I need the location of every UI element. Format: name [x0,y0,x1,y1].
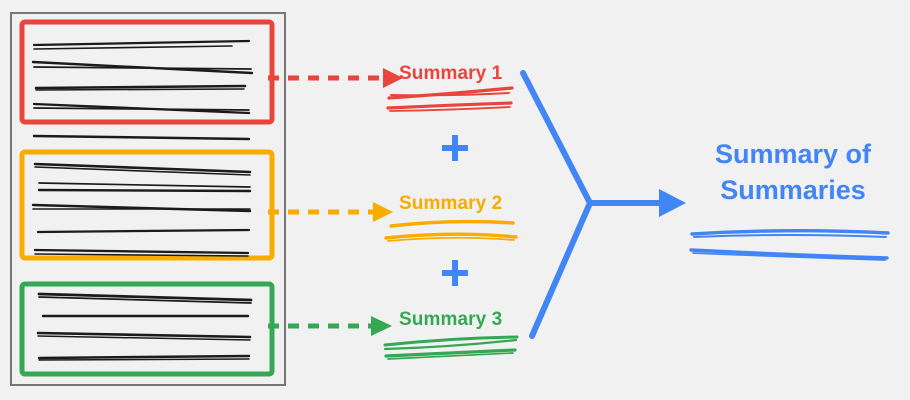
merge-line-bottom [529,200,593,339]
document-lines-1 [31,39,254,141]
summary-2-label: Summary 2 [399,193,502,214]
document-lines-2 [31,162,252,257]
summary-1-squiggle [386,86,514,112]
plus-icon-1 [442,135,468,161]
document-stack-frame [10,12,286,386]
arrow-group-2 [268,202,393,222]
document-box-1[interactable] [19,19,275,125]
document-group-2[interactable] [19,149,275,261]
summary-2-squiggle [384,219,518,242]
final-title-line-2: Summaries [720,175,866,205]
final-squiggle [689,229,890,261]
final-title-line-1: Summary of [715,139,872,169]
merge-arrowhead [659,189,686,217]
arrowhead-2 [373,202,393,222]
document-box-3[interactable] [19,281,275,377]
document-lines-3 [36,292,253,361]
summary-1-label: Summary 1 [399,63,503,84]
arrow-group-3 [268,316,392,336]
arrow-group-1 [268,68,403,88]
arrowhead-3 [371,316,392,336]
document-group-1[interactable] [19,19,275,141]
plus-icon-2 [442,260,468,286]
document-box-2[interactable] [19,149,275,261]
merge-line-top [520,70,593,206]
summary-3-squiggle [383,335,519,360]
merge-arrow [520,70,686,339]
arrowhead-1 [383,68,403,88]
summary-3-label: Summary 3 [399,309,502,330]
document-group-3[interactable] [19,281,275,377]
